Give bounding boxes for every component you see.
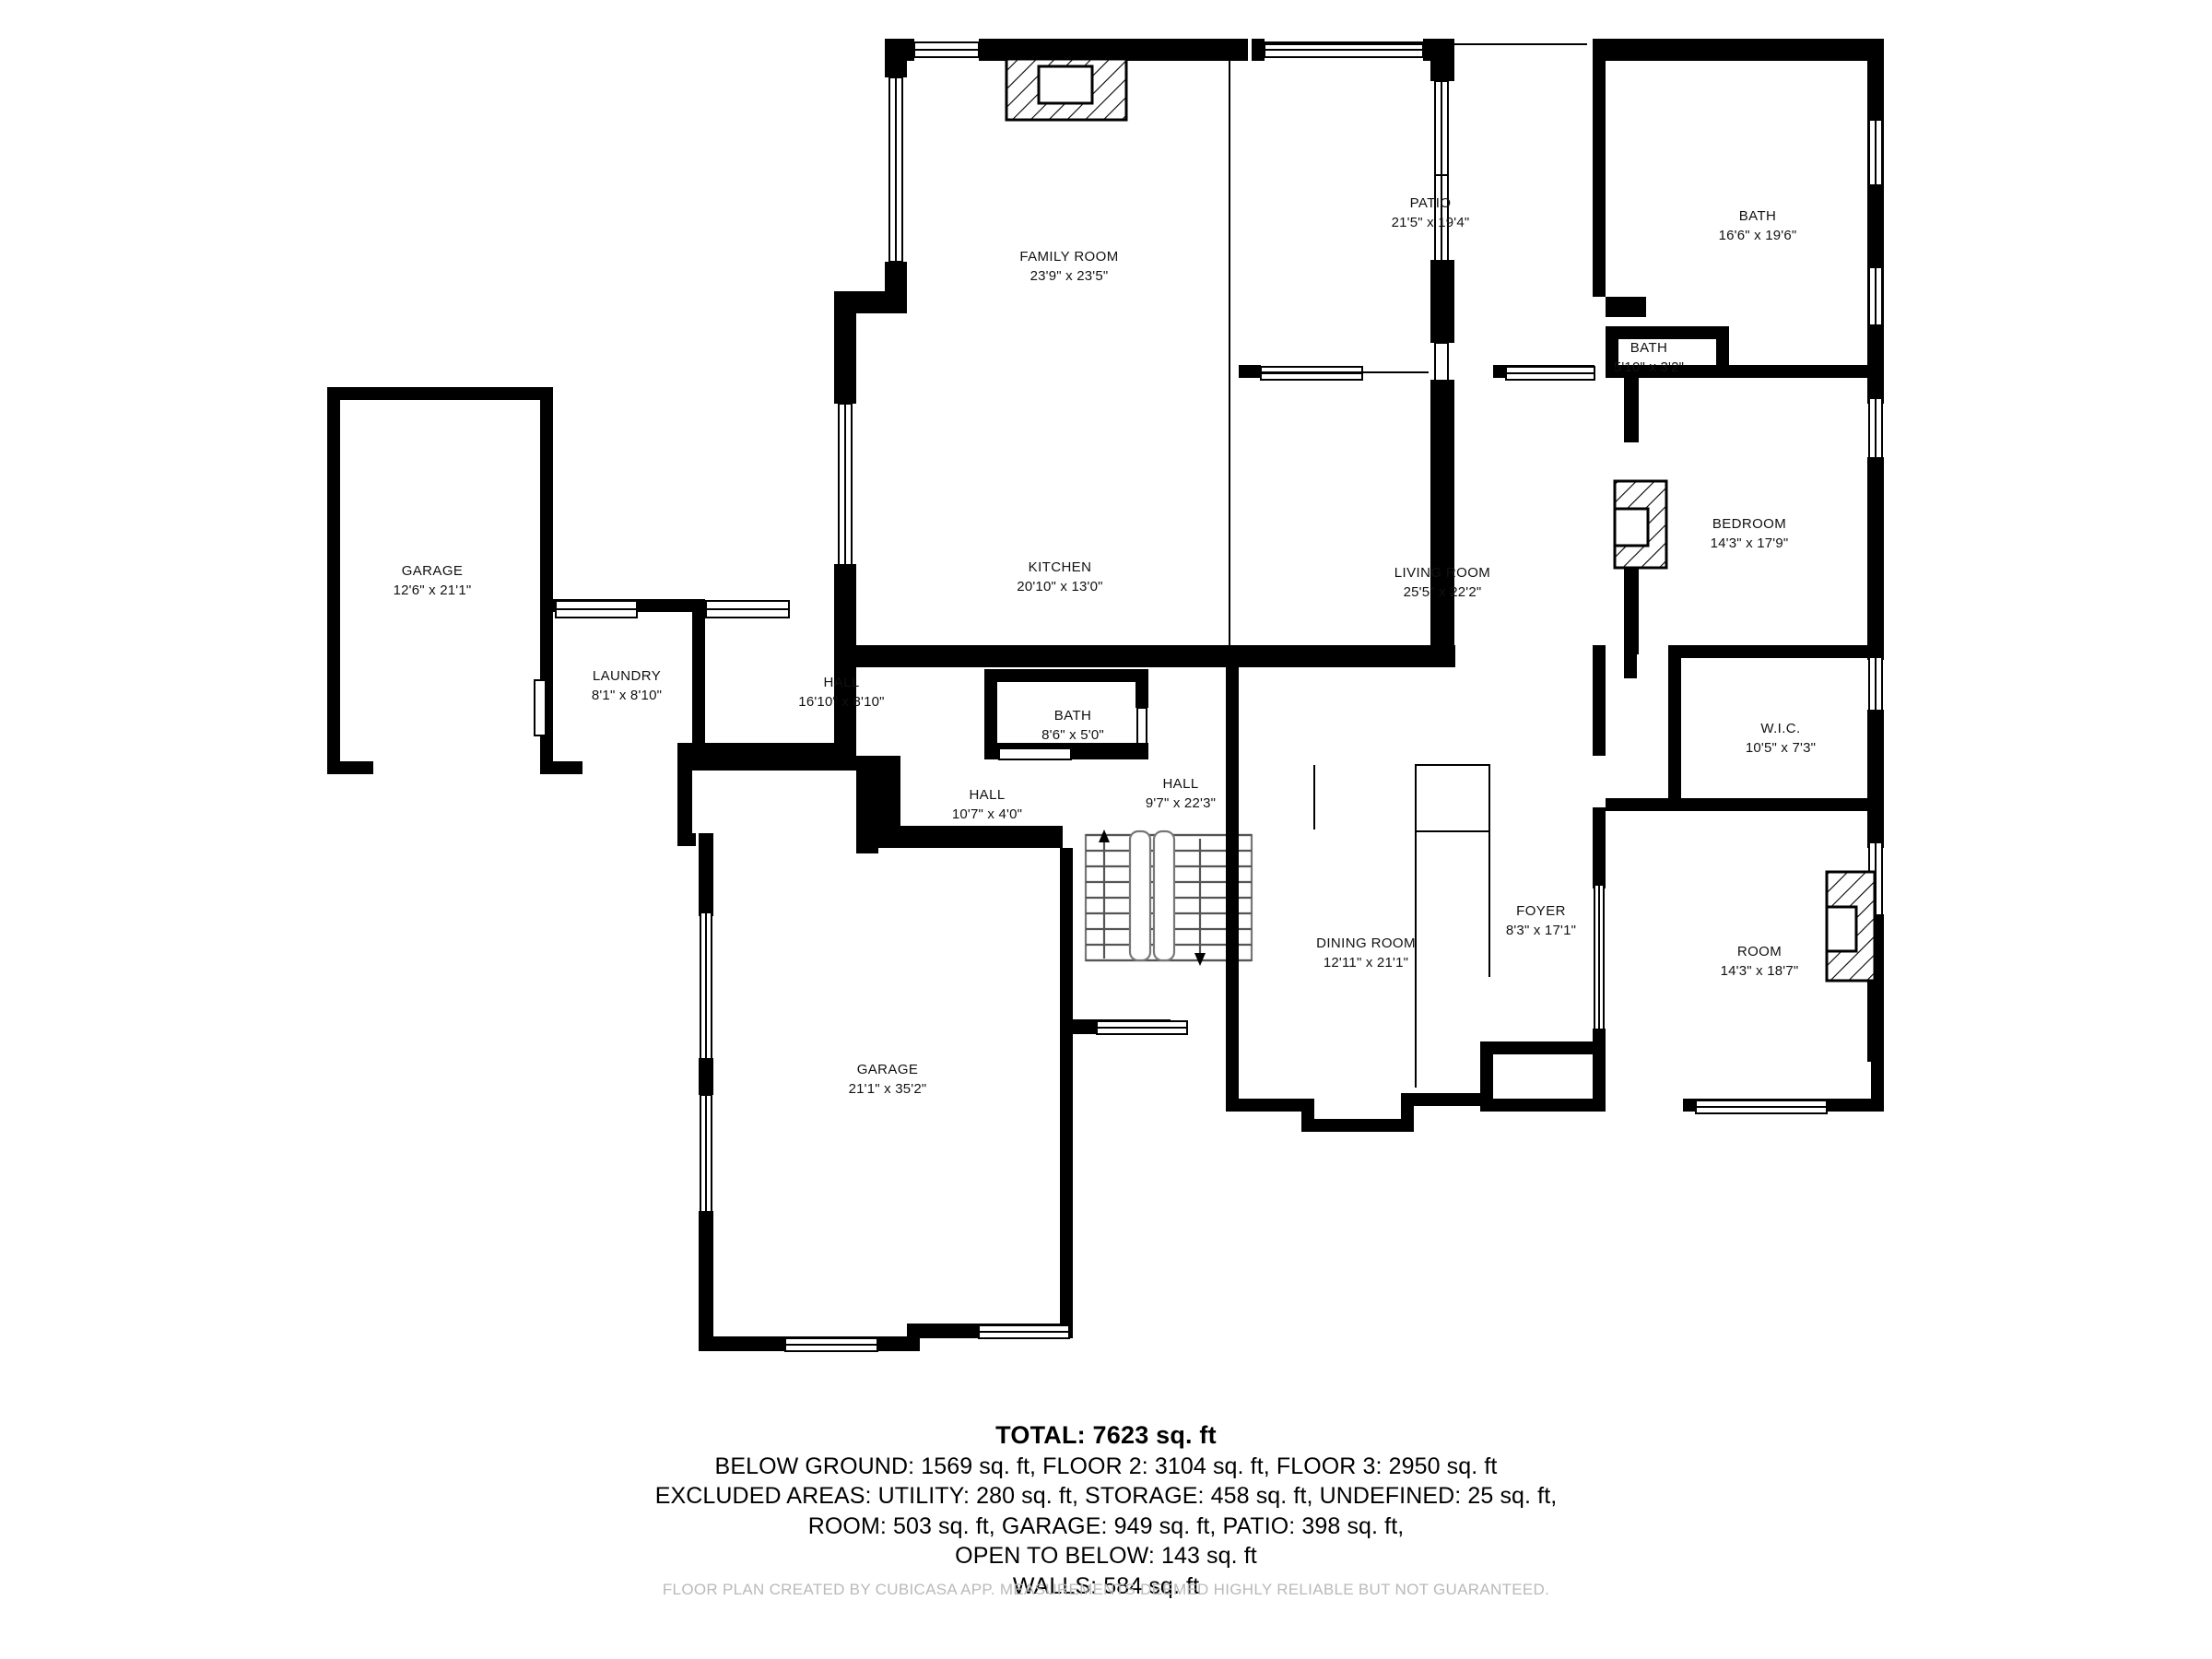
room-name: HALL	[823, 675, 859, 690]
room-label-hall-long: HALL 9'7" x 22'3"	[1146, 776, 1216, 811]
window-top-left	[913, 41, 980, 58]
window-hall-top	[705, 600, 790, 618]
room-name: FAMILY ROOM	[1019, 249, 1118, 265]
room-name: HALL	[969, 787, 1005, 803]
room-dimensions: 23'9" x 23'5"	[1030, 268, 1109, 284]
room-label-living-room: LIVING ROOM 25'5" x 22'2"	[1394, 565, 1490, 600]
fireplace-family-room	[1005, 57, 1128, 122]
garage-door-bottom-right	[978, 1324, 1070, 1339]
summary-line-4: WALLS: 584 sq. ft	[1012, 1572, 1200, 1599]
room-label-wic: W.I.C. 10'5" x 7'3"	[1746, 721, 1816, 756]
garage-upper-walls	[327, 387, 697, 774]
room-name: GARAGE	[857, 1062, 919, 1077]
room-dimensions: 8'1" x 8'10"	[592, 688, 662, 703]
staircase	[1084, 830, 1253, 966]
room-dimensions: 12'11" x 21'1"	[1324, 955, 1408, 971]
room-dimensions: 16'10" x 8'10"	[798, 694, 884, 710]
room-name: PATIO	[1410, 195, 1452, 211]
room-name: LAUNDRY	[593, 668, 661, 684]
room-name: BATH	[1739, 208, 1777, 224]
room-dimensions: 21'5" x 19'4"	[1392, 215, 1470, 230]
window-bottom-right	[1695, 1100, 1828, 1114]
room-dimensions: 9'7" x 22'3"	[1146, 795, 1216, 811]
room-dimensions: 5'10" x 3'2"	[1614, 359, 1684, 375]
garage-door-bottom-left	[784, 1337, 878, 1352]
living-room-walls	[1239, 39, 1884, 1114]
room-label-foyer: FOYER 8'3" x 17'1"	[1506, 903, 1576, 938]
room-label-bedroom: BEDROOM 14'3" x 17'9"	[1711, 516, 1789, 551]
room-name: W.I.C.	[1760, 721, 1800, 736]
room-dimensions: 16'6" x 19'6"	[1719, 228, 1797, 243]
room-dimensions: 14'3" x 18'7"	[1721, 963, 1799, 979]
room-label-garage-lower: GARAGE 21'1" x 35'2"	[849, 1062, 927, 1097]
room-name: LIVING ROOM	[1394, 565, 1490, 581]
summary-line-2: ROOM: 503 sq. ft, GARAGE: 949 sq. ft, PA…	[807, 1512, 1405, 1539]
room-dimensions: 8'6" x 5'0"	[1041, 727, 1104, 743]
garage-lower-walls	[699, 833, 1188, 1352]
window-top-right	[1264, 41, 1424, 58]
window-garage-right	[1096, 1020, 1188, 1035]
kitchen-walls	[534, 297, 1455, 853]
dining-foyer-walls	[1226, 645, 1606, 1132]
room-label-hall-small: HALL 10'7" x 4'0"	[952, 787, 1022, 822]
summary-line-0: BELOW GROUND: 1569 sq. ft, FLOOR 2: 3104…	[714, 1453, 1498, 1479]
room-label-room: ROOM 14'3" x 18'7"	[1721, 944, 1799, 979]
family-room-walls	[834, 39, 1454, 664]
room-name: GARAGE	[402, 563, 464, 579]
disclaimer-text: FLOOR PLAN CREATED BY CUBICASA APP. MEAS…	[662, 1581, 1550, 1598]
room-name: BATH	[1630, 340, 1668, 356]
room-name: BATH	[1054, 708, 1092, 724]
room-dimensions: 10'7" x 4'0"	[952, 806, 1022, 822]
room-label-bath-mid: BATH 8'6" x 5'0"	[1041, 708, 1104, 743]
bath-mid-walls	[984, 669, 1148, 760]
total-area: TOTAL: 7623 sq. ft	[995, 1421, 1217, 1449]
room-dimensions: 14'3" x 17'9"	[1711, 535, 1789, 551]
room-label-family-room: FAMILY ROOM 23'9" x 23'5"	[1019, 249, 1118, 284]
room-dimensions: 20'10" x 13'0"	[1017, 579, 1102, 594]
room-label-bath-master: BATH 16'6" x 19'6"	[1719, 208, 1797, 243]
window-garage-laundry	[555, 600, 638, 618]
fireplace-bedroom	[1613, 479, 1668, 570]
room-name: KITCHEN	[1029, 559, 1092, 575]
room-dimensions: 10'5" x 7'3"	[1746, 740, 1816, 756]
area-summary: TOTAL: 7623 sq. ft BELOW GROUND: 1569 sq…	[0, 1419, 2212, 1601]
room-label-laundry: LAUNDRY 8'1" x 8'10"	[592, 668, 662, 703]
room-name: ROOM	[1737, 944, 1782, 959]
window-living-patio	[1505, 366, 1595, 381]
room-dimensions: 8'3" x 17'1"	[1506, 923, 1576, 938]
room-labels: FAMILY ROOM 23'9" x 23'5" PATIO 21'5" x 19'…	[394, 195, 1816, 1097]
room-label-hall-main: HALL 16'10" x 8'10"	[798, 675, 884, 710]
room-name: DINING ROOM	[1316, 935, 1416, 951]
fireplace-room	[1825, 870, 1877, 982]
room-name: FOYER	[1516, 903, 1566, 919]
room-dimensions: 21'1" x 35'2"	[849, 1081, 927, 1097]
room-name: HALL	[1162, 776, 1198, 792]
room-label-garage-upper: GARAGE 12'6" x 21'1"	[394, 563, 472, 598]
summary-line-1: EXCLUDED AREAS: UTILITY: 280 sq. ft, STO…	[654, 1483, 1558, 1510]
room-dimensions: 12'6" x 21'1"	[394, 582, 472, 598]
room-label-bath-small: BATH 5'10" x 3'2"	[1614, 340, 1684, 375]
room-name: BEDROOM	[1712, 516, 1786, 532]
room-label-kitchen: KITCHEN 20'10" x 13'0"	[1017, 559, 1102, 594]
room-label-dining-room: DINING ROOM 12'11" x 21'1"	[1316, 935, 1416, 971]
room-dimensions: 25'5" x 22'2"	[1404, 584, 1482, 600]
room-label-patio: PATIO 21'5" x 19'4"	[1392, 195, 1470, 230]
summary-line-3: OPEN TO BELOW: 143 sq. ft	[955, 1543, 1257, 1570]
